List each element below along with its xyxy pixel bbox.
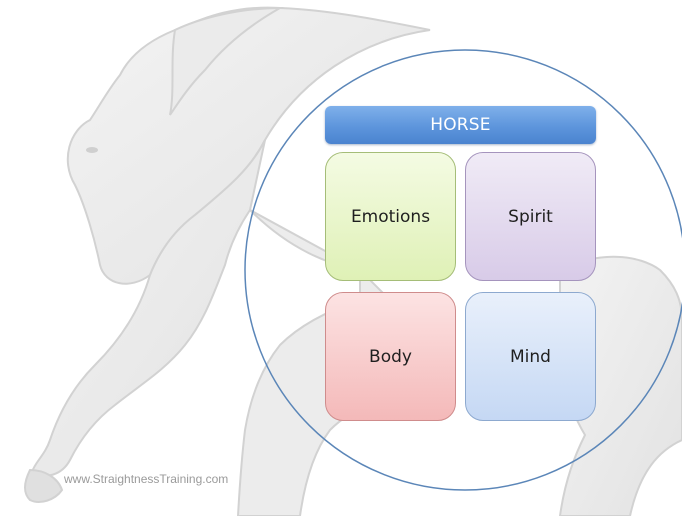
watermark-text: www.StraightnessTraining.com [64,472,229,486]
emotions-label: Emotions [350,206,431,227]
horse-header: HORSE [325,106,596,144]
mind-box: Mind [465,292,596,421]
enclosing-circle [244,49,682,491]
spirit-box: Spirit [465,152,596,281]
spirit-label: Spirit [508,206,553,227]
mind-label: Mind [510,346,551,367]
body-box: Body [325,292,456,421]
body-label: Body [369,346,412,367]
emotions-box: Emotions [325,152,456,281]
